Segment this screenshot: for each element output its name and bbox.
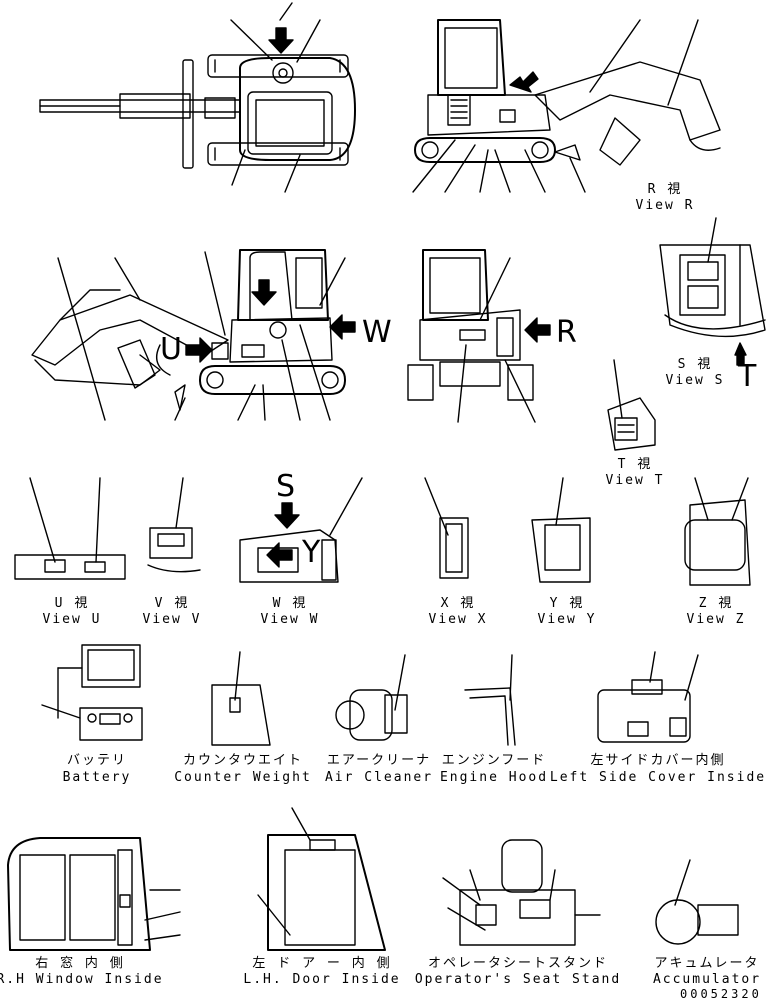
accumulator-en: Accumulator: [652, 972, 762, 987]
arrow-right-icon: [185, 337, 213, 363]
view-w-jp: W 視: [272, 596, 308, 611]
rh-window-jp: 右 窓 内 側: [35, 956, 125, 971]
view-letter-u: U: [160, 332, 182, 367]
view-v-detail: [147, 477, 201, 573]
arrow-left-icon: [524, 317, 551, 343]
machine-top-view: [39, 2, 356, 193]
machine-right-view: [412, 19, 721, 193]
view-letter-r: R: [556, 315, 577, 350]
air-cleaner-detail: [335, 654, 408, 741]
seat-stand-en: Operator's Seat Stand: [414, 972, 622, 987]
seat-stand-detail: [442, 839, 601, 946]
engine-hood-en: Engine Hood: [439, 770, 549, 785]
view-r-en: View R: [635, 198, 695, 213]
arrow-down-icon: [274, 502, 300, 529]
view-v-en: View V: [142, 612, 202, 627]
rh-window-en: R.H Window Inside: [0, 972, 164, 987]
drawing-number: 00052320: [680, 987, 762, 1001]
view-s-jp: S 視: [677, 357, 713, 372]
view-letter-y: Y: [302, 535, 321, 570]
view-z-jp: Z 視: [698, 596, 734, 611]
view-y-en: View Y: [537, 612, 597, 627]
view-z-en: View Z: [686, 612, 746, 627]
view-x-detail: [424, 477, 469, 579]
view-t-detail: [607, 359, 656, 451]
arrow-left-icon: [329, 314, 356, 340]
view-z-detail: [684, 477, 751, 586]
left-cover-jp: 左サイドカバー内側: [590, 753, 726, 768]
view-y-jp: Y 視: [549, 596, 585, 611]
view-w-detail: [239, 477, 363, 583]
arrow-up-icon: [734, 342, 747, 366]
battery-jp: バッテリ: [66, 753, 128, 768]
accumulator-jp: アキュムレータ: [654, 956, 760, 971]
engine-hood-detail: [464, 654, 516, 746]
view-r-jp: R 視: [647, 182, 683, 197]
lh-door-jp: 左 ド ア ー 内 側: [252, 956, 392, 971]
view-u-jp: U 視: [54, 596, 90, 611]
counter-weight-en: Counter Weight: [174, 770, 312, 785]
view-x-jp: X 視: [440, 596, 476, 611]
arrow-left-icon: [266, 542, 293, 568]
view-s-detail: [659, 217, 766, 338]
arrow-down-icon: [268, 27, 294, 54]
view-v-jp: V 視: [154, 596, 190, 611]
view-s-en: View S: [665, 373, 725, 388]
view-letter-t: T: [738, 359, 757, 394]
view-letter-s: S: [276, 469, 296, 504]
left-cover-detail: [597, 651, 699, 743]
seat-stand-jp: オペレータシートスタンド: [427, 956, 609, 971]
view-letter-w: W: [362, 315, 392, 350]
view-y-detail: [531, 477, 591, 583]
accumulator-detail: [655, 859, 739, 945]
view-x-en: View X: [428, 612, 488, 627]
view-w-en: View W: [260, 612, 320, 627]
lh-door-detail: [257, 807, 386, 951]
engine-hood-jp: エンジンフード: [441, 753, 547, 768]
left-cover-en: Left Side Cover Inside: [549, 770, 767, 785]
arrow-icon: [509, 71, 539, 93]
machine-left-view: [31, 249, 346, 421]
battery-en: Battery: [62, 770, 132, 785]
arrow-down-icon: [251, 279, 277, 306]
battery-detail: [41, 644, 143, 741]
air-cleaner-en: Air Cleaner: [324, 770, 434, 785]
air-cleaner-jp: エアークリーナ: [326, 753, 432, 768]
machine-rear-view: [407, 249, 536, 423]
view-t-jp: T 視: [617, 457, 653, 472]
counter-weight-jp: カウンタウエイト: [182, 753, 304, 768]
rh-window-detail: [7, 837, 181, 951]
lh-door-en: L.H. Door Inside: [243, 972, 401, 987]
counter-weight-detail: [211, 651, 271, 746]
view-u-en: View U: [42, 612, 102, 627]
view-t-en: View T: [605, 473, 665, 488]
view-u-detail: [14, 477, 126, 580]
